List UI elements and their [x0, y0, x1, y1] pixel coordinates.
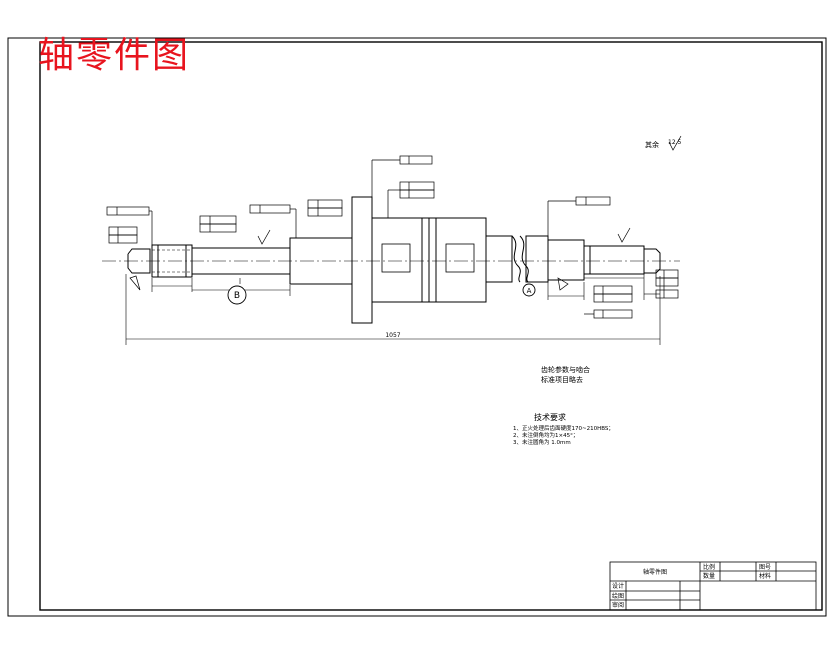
- tech-req-item-2: 2、未注倒角均为1×45°；: [513, 431, 578, 439]
- technical-requirements: 技术要求 1、正火处理后齿面硬度170~210HBS； 2、未注倒角均为1×45…: [513, 412, 614, 446]
- tech-req-item-1: 1、正火处理后齿面硬度170~210HBS；: [513, 424, 614, 432]
- center-note-2: 标准项目略去: [541, 375, 583, 384]
- section-bubble-left: [227, 285, 247, 305]
- tolerance-frames: [106, 155, 679, 319]
- shaft-outline: [127, 196, 661, 324]
- center-note-1: 齿轮参数与啮合: [541, 365, 590, 374]
- surface-value: 12.5: [668, 139, 682, 146]
- title-reviewer-label: 审阅: [612, 601, 624, 609]
- title-part-name: 轴零件图: [643, 568, 667, 576]
- surface-note: 其余: [645, 140, 659, 149]
- tech-req-item-3: 3、未注圆角为 1.0mm: [513, 438, 571, 446]
- title-material-label: 比例: [703, 563, 715, 571]
- center-notes: 齿轮参数与啮合 标准项目略去: [541, 365, 590, 384]
- outer-border: [7, 37, 827, 617]
- dimension-lines: [125, 272, 661, 345]
- tech-req-title: 技术要求: [534, 412, 566, 422]
- title-drafter-label: 绘图: [612, 592, 624, 600]
- section-bubble-mid: [522, 283, 536, 297]
- title-weight-label: 材料: [759, 572, 771, 580]
- section-label-left: B: [234, 291, 240, 301]
- thread-hidden-lines: [152, 249, 192, 273]
- title-quantity-label: 数量: [703, 572, 715, 580]
- feature-marks: [129, 135, 682, 291]
- inner-border: [39, 41, 823, 611]
- overall-length-dim: 1057: [385, 332, 400, 339]
- title-designer-label: 设计: [612, 582, 624, 590]
- title-drawing-no-label: 图号: [759, 564, 771, 571]
- title-block: [609, 561, 817, 611]
- overlay-title: 轴零件图: [38, 35, 191, 76]
- section-label-mid: A: [527, 287, 532, 295]
